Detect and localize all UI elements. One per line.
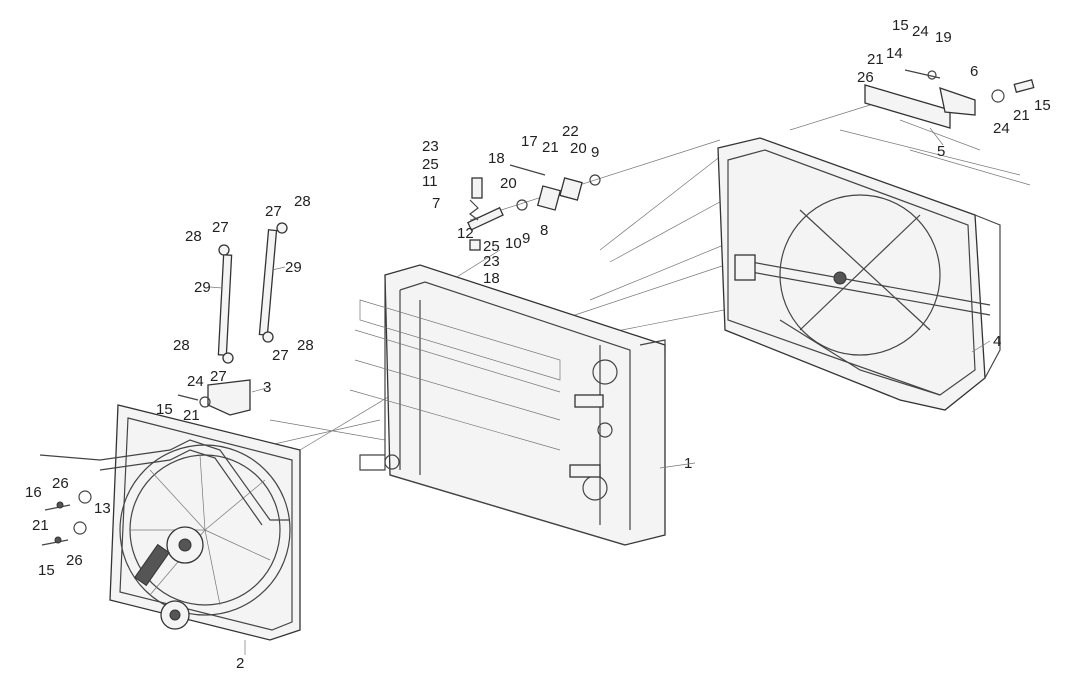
mounting-hardware-right [864,69,1035,129]
callout-29-left: 29 [194,279,211,296]
callout-27-mid-right: 27 [272,347,289,364]
callout-24-right: 24 [993,120,1010,137]
callout-27-mid-left: 27 [210,368,227,385]
callout-11: 11 [422,173,438,190]
callout-26-left-top: 26 [52,475,69,492]
callout-26-top: 26 [857,69,874,86]
callout-26-left-bottom: 26 [66,552,83,569]
callout-8: 8 [540,222,548,239]
callout-21-left-bottom: 21 [32,517,49,534]
callout-18-top: 18 [488,150,505,167]
leader-lines [209,127,991,655]
bracket-3 [207,379,251,416]
callout-10: 10 [505,235,522,252]
fan-assembly [39,404,301,641]
callout-20-right: 20 [570,140,587,157]
mounting-hardware-center [467,164,601,251]
callout-21-top: 21 [867,51,884,68]
callout-23-top: 23 [422,138,439,155]
callout-5: 5 [937,143,945,160]
callout-27-top-right: 27 [265,203,282,220]
callout-1: 1 [684,455,692,472]
callout-15-left-bottom: 15 [38,562,55,579]
fan-shroud-frame [717,137,1001,411]
callout-27-top-left: 27 [212,219,229,236]
callout-9-center: 9 [522,230,530,247]
radiator-core [349,264,666,546]
callout-29-right: 29 [285,259,302,276]
mounting-hardware-left [41,394,211,546]
callout-9-right: 9 [591,144,599,161]
callout-21-center: 21 [542,139,559,156]
callout-24-left: 24 [187,373,204,390]
callout-21-right: 21 [1013,107,1030,124]
callout-22: 22 [562,123,579,140]
callout-2: 2 [236,655,244,672]
callout-16: 16 [25,484,42,501]
callout-21-left: 21 [183,407,200,424]
callout-12: 12 [457,225,474,242]
callout-4: 4 [993,333,1001,350]
callout-28-top-left: 28 [185,228,202,245]
callout-23-bottom: 23 [483,253,500,270]
callout-28-top-right: 28 [294,193,311,210]
callout-6: 6 [970,63,978,80]
callout-25-top: 25 [422,156,439,173]
callout-25-bottom: 25 [483,238,500,255]
callout-28-mid-left: 28 [173,337,190,354]
callout-15-right: 15 [1034,97,1051,114]
callout-20-left: 20 [500,175,517,192]
callout-17: 17 [521,133,538,150]
callout-14: 14 [886,45,903,62]
callout-28-mid-right: 28 [297,337,314,354]
callout-24-top: 24 [912,23,929,40]
callout-18-bottom: 18 [483,270,500,287]
callout-15-left: 15 [156,401,173,418]
struts [217,222,288,364]
callout-labels: 15 24 19 21 14 6 26 24 21 15 5 23 17 22 … [25,17,1051,672]
callout-13: 13 [94,500,111,517]
callout-15-top: 15 [892,17,909,34]
callout-7: 7 [432,195,440,212]
callout-19: 19 [935,29,952,46]
